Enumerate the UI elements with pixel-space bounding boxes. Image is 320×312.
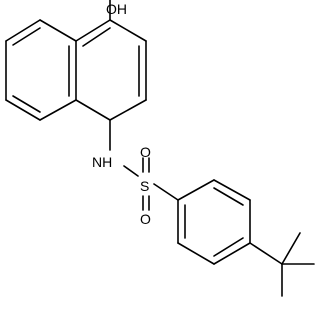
bond-s-aryl — [153, 183, 179, 201]
bond-c6-c5-inner — [12, 95, 41, 113]
oxygen-bottom-label: O — [140, 211, 151, 227]
bond-c8-c7-inner — [12, 27, 41, 46]
bond-c8a-c8 — [39, 19, 77, 42]
bond-c1-c2b — [109, 19, 147, 42]
bond-c4-c4a — [75, 99, 111, 121]
amine-label: NH — [92, 154, 112, 170]
bond-c8a-c1 — [75, 19, 111, 42]
bond-b4-b5 — [213, 242, 251, 265]
bond-c5-c4a — [39, 99, 77, 121]
bond-c8a-c1-inner — [82, 27, 111, 47]
sulfur-label: S — [140, 178, 149, 194]
bond-tbu-me1 — [281, 232, 301, 265]
bond-b2-b3-inner — [213, 187, 244, 206]
bond-b4-tbu — [249, 242, 283, 265]
oxygen-top-label: O — [140, 144, 151, 160]
bond-b1-b2 — [177, 179, 215, 201]
bond-c6-c5 — [5, 99, 41, 121]
bond-b4-b5-inner — [213, 237, 244, 257]
bond-b2-b3 — [213, 179, 251, 201]
bond-c3-c4 — [109, 99, 147, 121]
bond-n-s — [123, 165, 139, 177]
bond-b5-b6 — [177, 242, 215, 265]
bond-c8-c7 — [5, 19, 41, 42]
hydroxyl-label: OH — [106, 1, 127, 17]
